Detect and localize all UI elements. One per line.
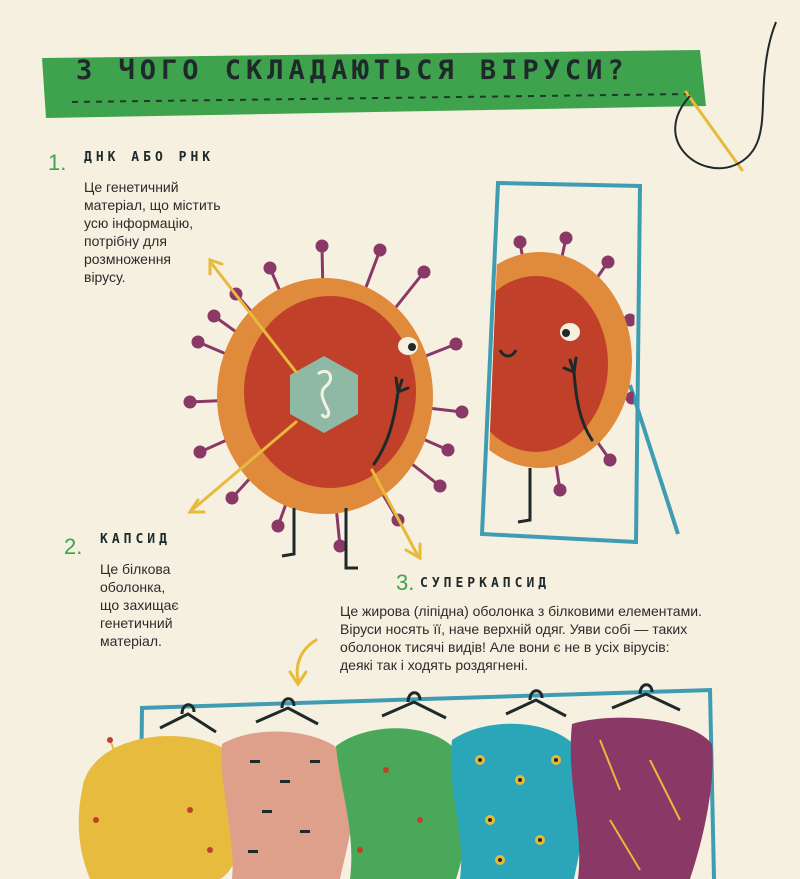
clothes-rack — [78, 683, 716, 879]
title-banner — [42, 50, 706, 118]
section-1-number: 1. — [48, 150, 67, 175]
page-title: З ЧОГО СКЛАДАЮТЬСЯ ВІРУСИ? — [76, 55, 629, 86]
section-2-number: 2. — [64, 534, 83, 559]
section-3-text: Це жирова (ліпідна) оболонка з білковими… — [340, 603, 702, 673]
mirror-reflection — [479, 180, 680, 545]
pointer-arrows — [187, 257, 422, 687]
section-3-heading: СУПЕРКАПСИД — [420, 576, 551, 591]
section-2-text: Це білкова оболонка, що захищає генетичн… — [100, 561, 179, 649]
section-2-heading: КАПСИД — [100, 532, 171, 547]
section-1-heading: ДНК АБО РНК — [84, 150, 215, 165]
section-1-text: Це генетичний матеріал, що містить усю і… — [84, 179, 221, 285]
section-3-number: 3. — [396, 570, 415, 595]
virus-character — [183, 239, 469, 570]
needle-and-thread-icon — [674, 21, 777, 172]
